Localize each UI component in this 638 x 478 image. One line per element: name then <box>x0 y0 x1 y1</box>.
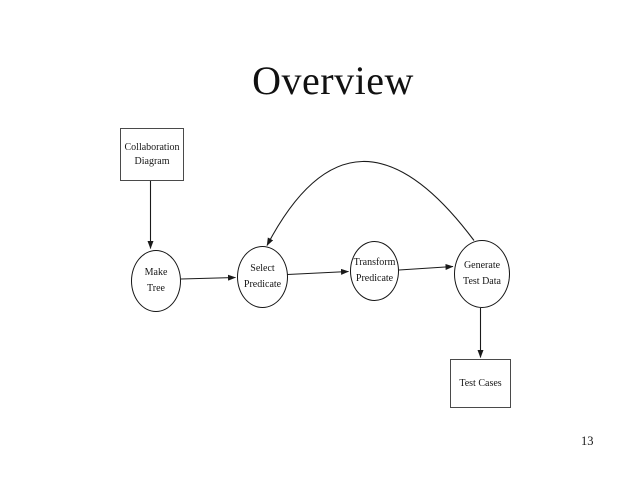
node-collaboration-diagram: Collaboration Diagram <box>120 128 184 181</box>
node-label-line: Select <box>250 263 275 274</box>
node-label-line: Test Data <box>463 276 501 287</box>
connector-select-predicate-to-transform-predicate <box>287 268 349 276</box>
node-label-line: Diagram <box>134 155 170 167</box>
connector-transform-predicate-to-generate-test-data <box>398 263 454 271</box>
page-number: 13 <box>581 434 594 448</box>
node-label-line: Tree <box>147 283 165 294</box>
connector-generate-test-data-to-select-predicate-feedback <box>266 161 475 246</box>
node-generate-test-data: Generate Test Data <box>454 240 510 308</box>
node-label-line: Collaboration <box>124 141 180 153</box>
connector-make-tree-to-select-predicate <box>180 274 236 281</box>
node-label-line: Predicate <box>243 279 282 290</box>
node-label-line: Predicate <box>355 273 394 284</box>
node-label-line: Test Cases <box>459 377 502 389</box>
node-make-tree: Make Tree <box>131 250 181 312</box>
node-select-predicate: Select Predicate <box>237 246 288 308</box>
node-transform-predicate: Transform Predicate <box>350 241 399 301</box>
node-label-line: Make <box>144 267 168 278</box>
node-label-line: Transform <box>353 257 396 268</box>
node-test-cases: Test Cases <box>450 359 511 408</box>
node-label-line: Generate <box>463 260 501 271</box>
slide-title: Overview <box>252 58 414 103</box>
